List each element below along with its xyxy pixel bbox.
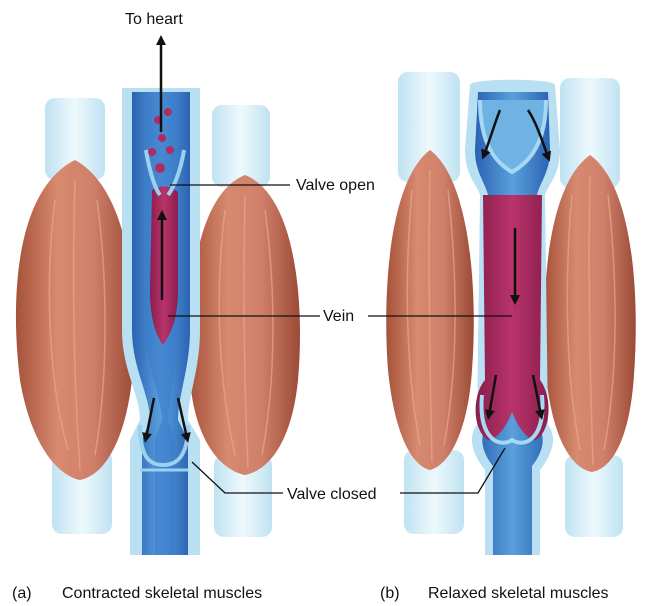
caption-a-text: Contracted skeletal muscles xyxy=(62,585,262,602)
panel-b xyxy=(386,72,636,555)
label-vein: Vein xyxy=(323,308,354,325)
panel-a xyxy=(16,40,300,555)
muscle-left-a xyxy=(16,98,134,534)
blood-column-a xyxy=(150,186,178,345)
caption-b-letter: (b) xyxy=(380,585,400,602)
caption-a-letter: (a) xyxy=(12,585,32,602)
label-valve-open: Valve open xyxy=(296,177,375,194)
caption-b-text: Relaxed skeletal muscles xyxy=(428,585,609,602)
label-valve-closed: Valve closed xyxy=(287,486,377,503)
muscle-left-b xyxy=(386,72,474,534)
vein-a xyxy=(122,88,200,555)
muscle-right-a xyxy=(189,105,300,537)
label-to-heart: To heart xyxy=(125,11,183,28)
